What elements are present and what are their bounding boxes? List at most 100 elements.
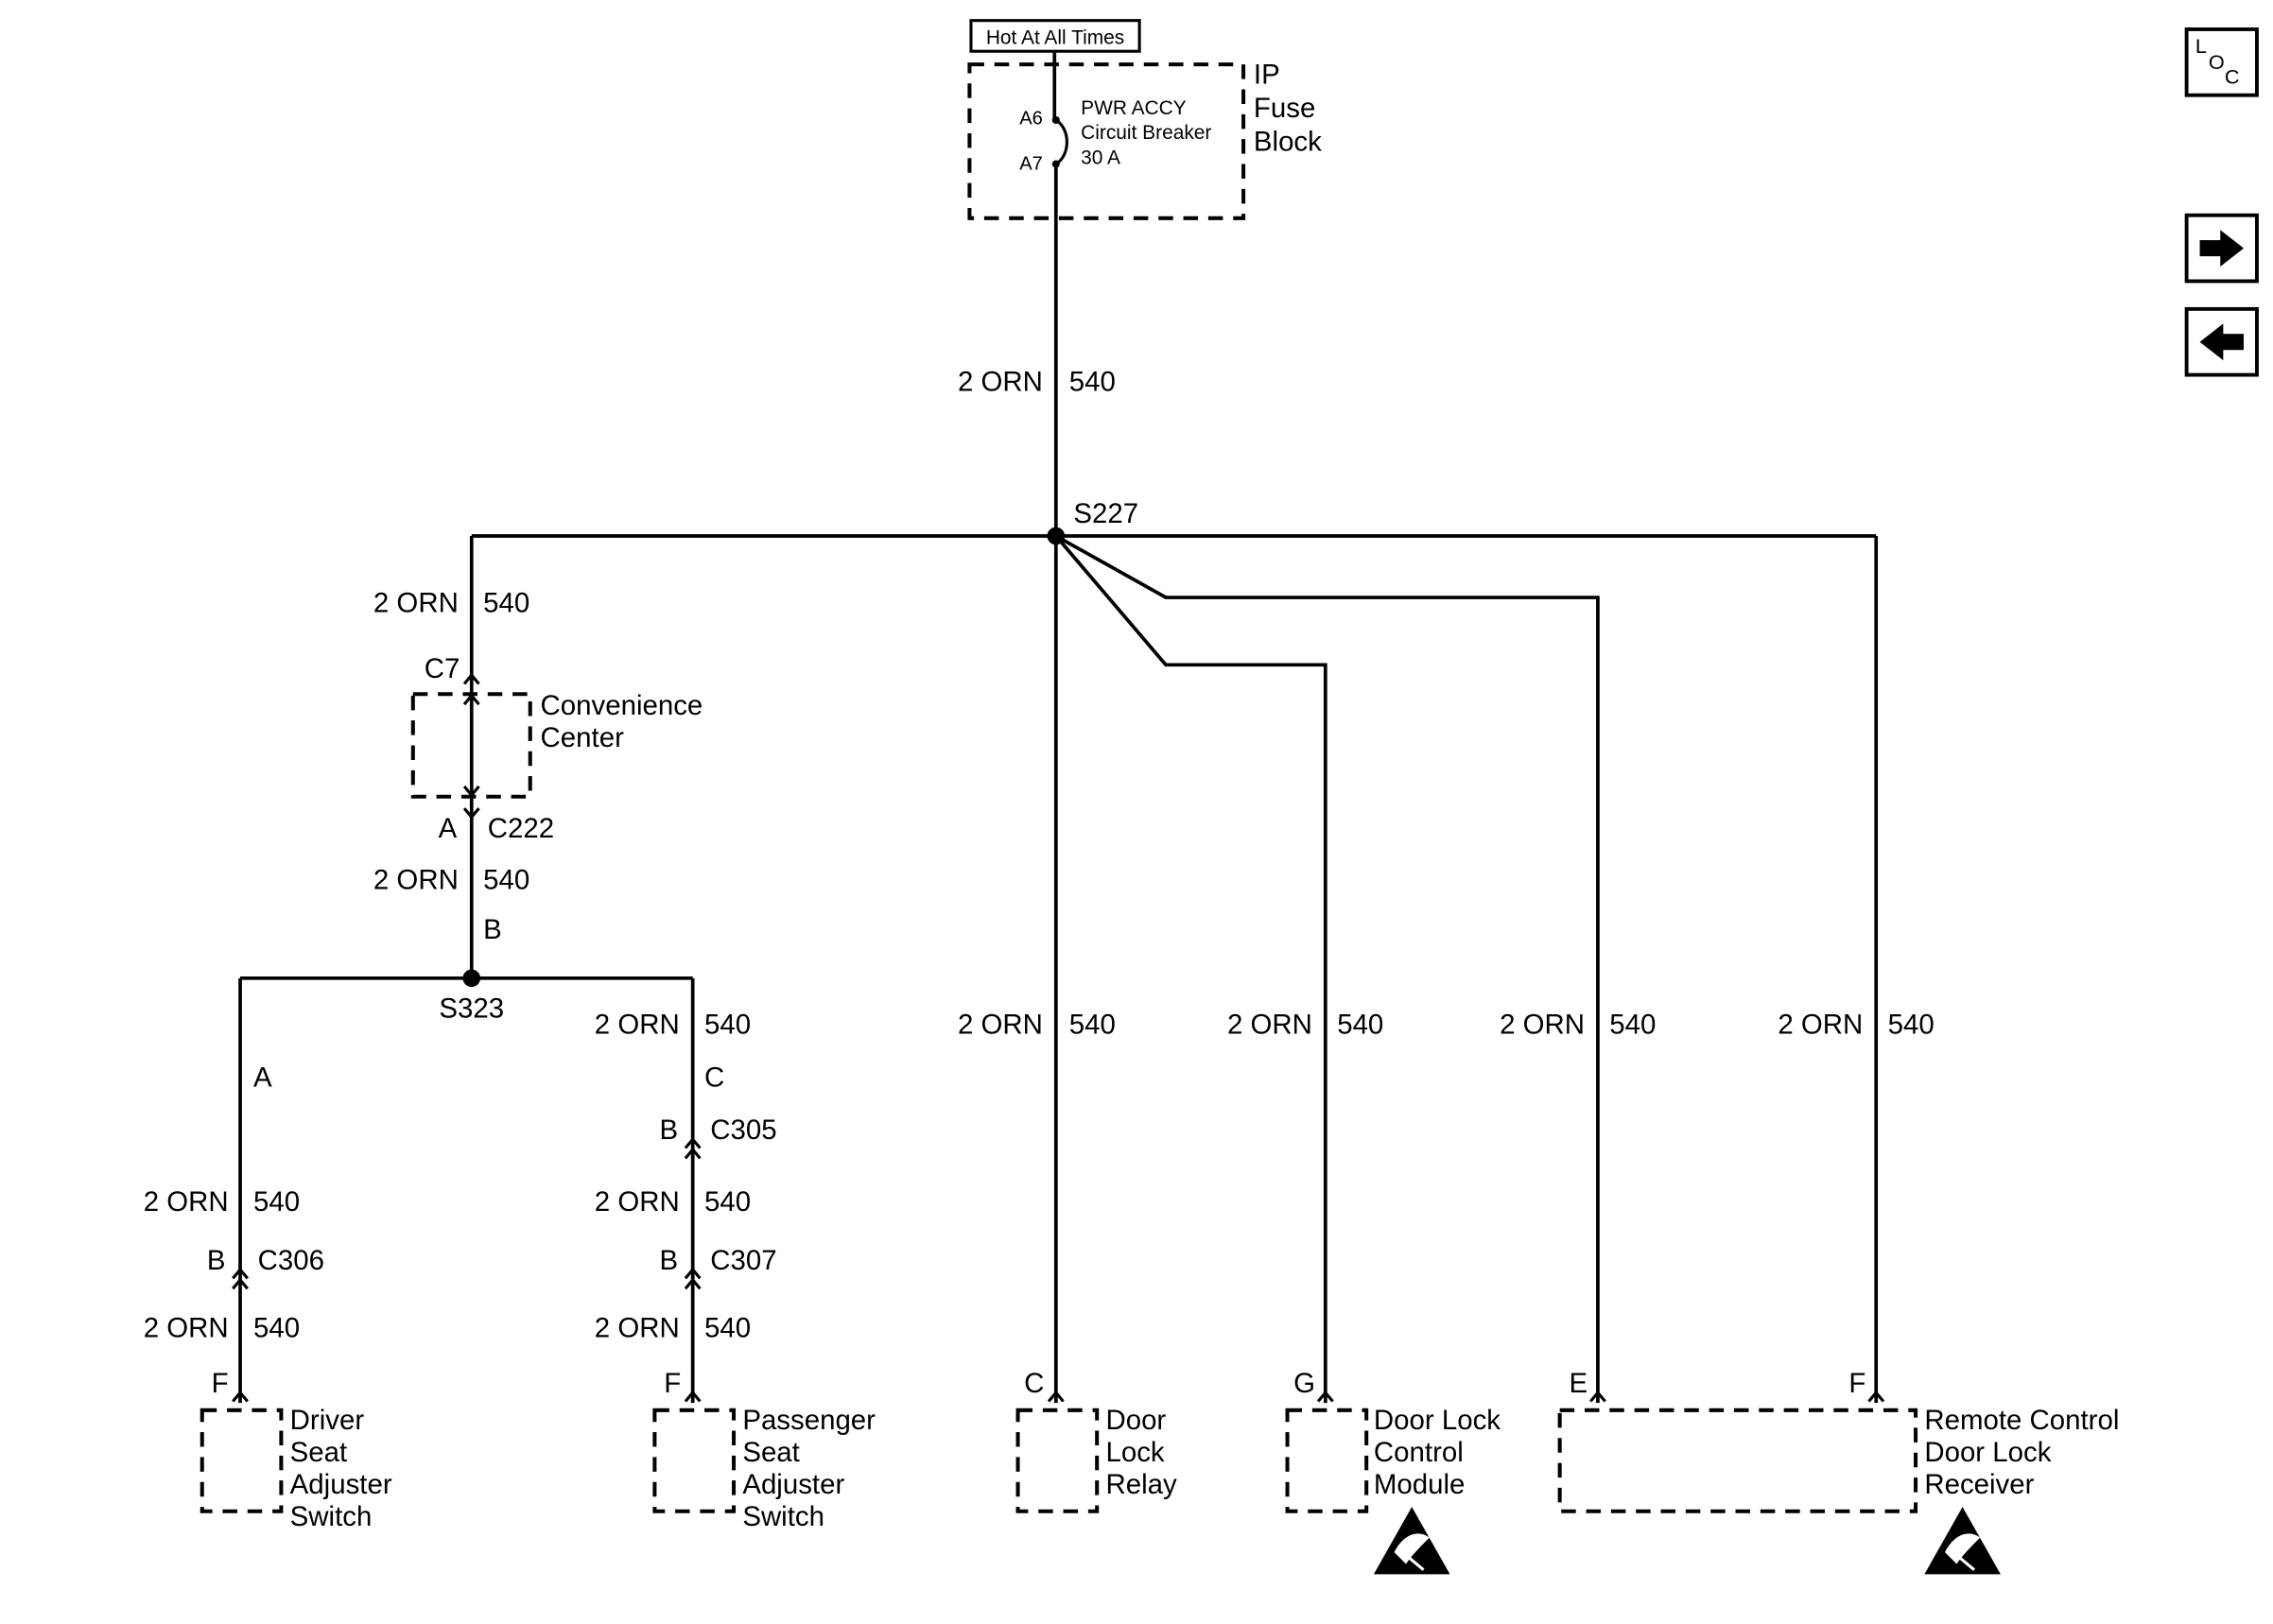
- cc-out-wire-circuit: 540: [483, 864, 529, 895]
- passenger-wire-3-circuit: 540: [704, 1312, 751, 1343]
- arrow-left-icon: [2199, 323, 2245, 361]
- circuit-breaker-symbol: [1051, 51, 1068, 168]
- module-terminal-pin: G: [1293, 1368, 1315, 1399]
- cc-in-wire-color: 2 ORN: [373, 588, 459, 619]
- connector-c307-label: C307: [710, 1245, 776, 1276]
- passenger-seat-label-4: Switch: [742, 1501, 824, 1532]
- branch-to-receiver-e: [1054, 534, 1600, 1404]
- cc-out-wire-color: 2 ORN: [373, 864, 459, 895]
- receiver-f-wire-color: 2 ORN: [1778, 1010, 1863, 1041]
- relay-wire-color: 2 ORN: [958, 1010, 1043, 1041]
- connector-c306-mark: [232, 1267, 249, 1290]
- receiver-f-wire-circuit: 540: [1888, 1010, 1935, 1041]
- driver-wire-1-color: 2 ORN: [144, 1186, 229, 1218]
- passenger-wire-2-color: 2 ORN: [595, 1186, 680, 1218]
- receiver-label-3: Receiver: [1924, 1469, 2034, 1500]
- receiver-terminal-f-mark: [1867, 1390, 1885, 1403]
- branch-to-door-lock-module: [1054, 534, 1327, 1404]
- receiver-e-wire-circuit: 540: [1609, 1010, 1656, 1041]
- door-lock-module-label-2: Control: [1374, 1437, 1464, 1468]
- connector-c307-mark: [684, 1267, 702, 1290]
- driver-wire-1-circuit: 540: [253, 1186, 300, 1218]
- door-lock-relay-label-1: Door: [1105, 1405, 1166, 1436]
- splice-s323-label: S323: [439, 993, 504, 1025]
- connector-c305-mark: [684, 1136, 702, 1160]
- fuse-block-label-3: Block: [1254, 127, 1322, 158]
- receiver-terminal-e-mark: [1588, 1390, 1606, 1403]
- driver-seat-label-4: Switch: [290, 1501, 373, 1532]
- connector-c7-label: C7: [425, 653, 460, 684]
- esd-warning-icon: [1924, 1507, 2001, 1575]
- passenger-splice-pin: C: [704, 1062, 724, 1093]
- s323-pin-b: B: [483, 914, 502, 945]
- connector-c306-pin: B: [207, 1245, 226, 1276]
- connector-c306-label: C306: [258, 1245, 324, 1276]
- pin-a6-label: A6: [1019, 109, 1043, 130]
- connector-c7-mark: [462, 672, 480, 685]
- module-terminal-mark: [1316, 1390, 1334, 1403]
- module-wire-color: 2 ORN: [1227, 1010, 1312, 1041]
- arrow-right-icon: [2199, 230, 2245, 267]
- driver-seat-label-1: Driver: [290, 1405, 365, 1436]
- fuse-block-label-2: Fuse: [1254, 93, 1315, 124]
- feed-wire-color: 2 ORN: [958, 367, 1043, 398]
- passenger-wire-1-circuit: 540: [704, 1010, 751, 1041]
- door-lock-module-label-1: Door Lock: [1374, 1405, 1501, 1436]
- relay-terminal-pin: C: [1024, 1368, 1044, 1399]
- connector-c307-pin: B: [660, 1245, 679, 1276]
- fuse-block-label-1: IP: [1254, 59, 1280, 90]
- loc-letter-o: O: [2209, 50, 2225, 74]
- breaker-label-2: Circuit Breaker: [1081, 122, 1211, 144]
- cc-in-wire-circuit: 540: [483, 588, 529, 619]
- breaker-label-1: PWR ACCY: [1081, 97, 1187, 119]
- driver-wire-2-circuit: 540: [253, 1312, 300, 1343]
- passenger-seat-adjuster-switch: Passenger Seat Adjuster Switch: [652, 1405, 876, 1532]
- receiver-terminal-f: F: [1848, 1368, 1865, 1399]
- receiver-label-2: Door Lock: [1924, 1437, 2051, 1468]
- pin-a7-label: A7: [1019, 154, 1043, 175]
- driver-terminal-mark: [232, 1390, 249, 1403]
- door-lock-relay-label-3: Relay: [1105, 1469, 1177, 1500]
- breaker-label-3: 30 A: [1081, 147, 1120, 169]
- passenger-terminal-pin: F: [664, 1368, 681, 1399]
- remote-control-door-lock-receiver: Remote Control Door Lock Receiver: [1557, 1405, 2119, 1513]
- driver-seat-label-2: Seat: [290, 1437, 348, 1468]
- loc-letter-l: L: [2195, 34, 2207, 58]
- door-lock-relay: Door Lock Relay: [1015, 1405, 1177, 1513]
- passenger-seat-label-2: Seat: [742, 1437, 800, 1468]
- feed-wire-circuit: 540: [1069, 367, 1116, 398]
- next-page-button[interactable]: [2184, 213, 2259, 284]
- receiver-e-wire-color: 2 ORN: [1500, 1010, 1585, 1041]
- door-lock-control-module: Door Lock Control Module: [1285, 1405, 1501, 1513]
- hot-at-all-times-label: Hot At All Times: [986, 26, 1124, 48]
- convenience-center-label-1: Convenience: [541, 690, 703, 721]
- passenger-seat-label-1: Passenger: [742, 1405, 876, 1436]
- driver-splice-pin: A: [253, 1062, 272, 1093]
- receiver-terminal-e: E: [1569, 1368, 1588, 1399]
- door-lock-module-label-3: Module: [1374, 1469, 1465, 1500]
- relay-terminal-mark: [1047, 1390, 1065, 1403]
- loc-button[interactable]: L O C: [2184, 27, 2259, 97]
- loc-letter-c: C: [2225, 64, 2240, 88]
- ip-fuse-block: IP Fuse Block A6 A7 PWR ACCY Circuit Bre…: [967, 51, 1322, 220]
- convenience-center: Convenience Center: [410, 690, 703, 799]
- connector-c222-mark: [462, 807, 480, 820]
- relay-wire-circuit: 540: [1069, 1010, 1116, 1041]
- connector-c222-pin: A: [439, 813, 458, 844]
- prev-page-button[interactable]: [2184, 306, 2259, 377]
- hot-at-all-times-tag: Hot At All Times: [969, 19, 1141, 53]
- passenger-terminal-mark: [684, 1390, 702, 1403]
- esd-warning-icon: [1373, 1507, 1450, 1575]
- receiver-label-1: Remote Control: [1924, 1405, 2119, 1436]
- connector-c305-label: C305: [710, 1114, 776, 1146]
- driver-wire-2-color: 2 ORN: [144, 1312, 229, 1343]
- passenger-wire-1-color: 2 ORN: [595, 1010, 680, 1041]
- passenger-seat-label-3: Adjuster: [742, 1469, 844, 1500]
- passenger-wire-3-color: 2 ORN: [595, 1312, 680, 1343]
- module-wire-circuit: 540: [1337, 1010, 1383, 1041]
- passenger-wire-2-circuit: 540: [704, 1186, 751, 1218]
- driver-terminal-pin: F: [212, 1368, 229, 1399]
- driver-seat-label-3: Adjuster: [290, 1469, 392, 1500]
- convenience-center-label-2: Center: [541, 722, 625, 753]
